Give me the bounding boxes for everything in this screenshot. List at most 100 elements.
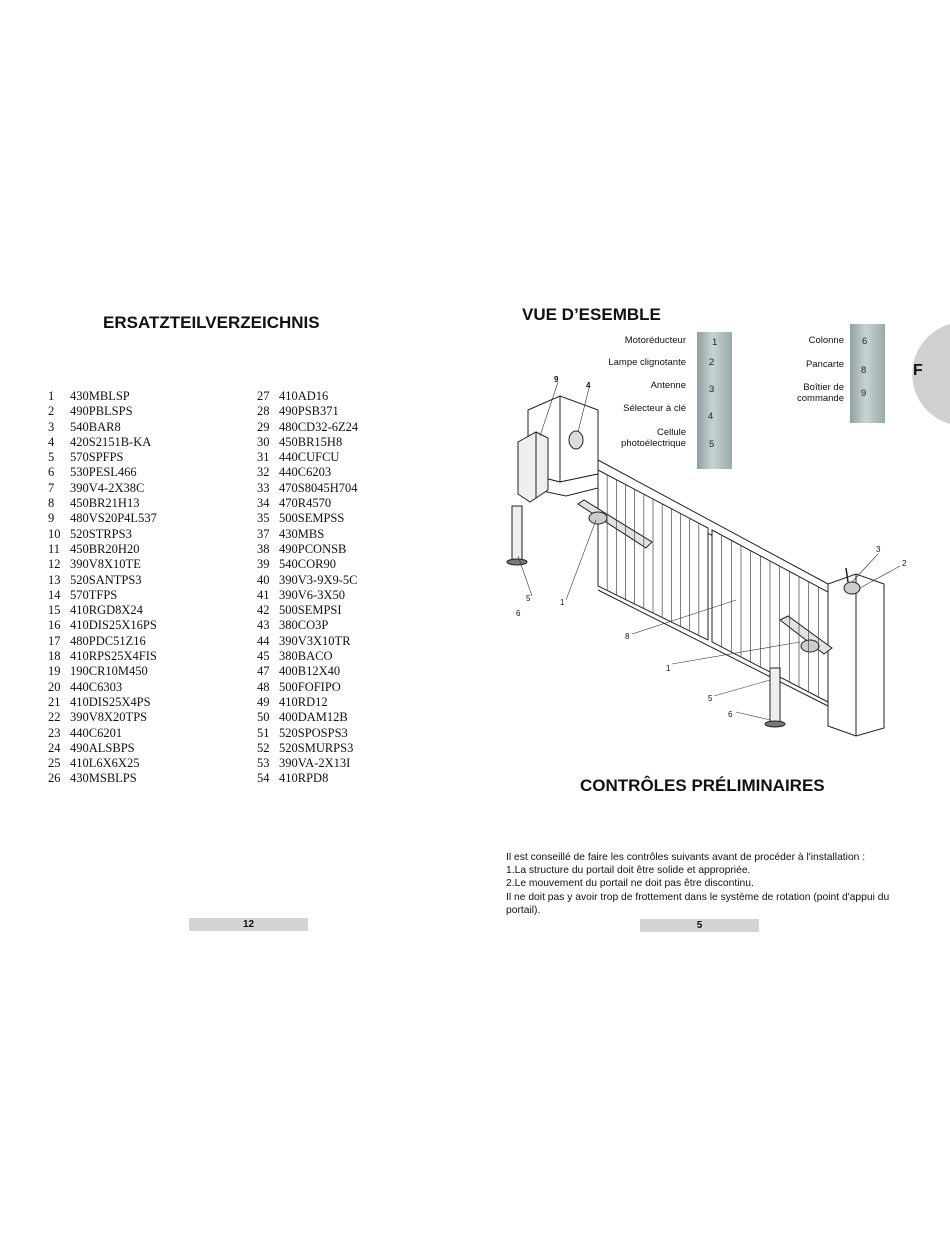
part-number: 5 xyxy=(48,450,55,465)
part-number: 12 xyxy=(48,557,61,572)
part-number: 43 xyxy=(257,618,270,633)
part-code: 470R4570 xyxy=(279,496,332,511)
part-code: 570TFPS xyxy=(70,587,118,602)
legend-label-pancarte: Pancarte xyxy=(805,359,844,370)
part-code: 400DAM12B xyxy=(279,710,348,725)
part-code: 390V3X10TR xyxy=(279,633,351,648)
part-number: 48 xyxy=(257,679,270,694)
part-row: 14 570TFPS xyxy=(48,588,157,603)
callout-2: 2 xyxy=(902,559,907,568)
part-code: 440C6201 xyxy=(70,725,123,740)
callout-8: 8 xyxy=(625,632,630,641)
part-code: 540BAR8 xyxy=(70,419,121,434)
part-code: 530PESL466 xyxy=(70,465,137,480)
part-code: 390V4-2X38C xyxy=(70,480,145,495)
part-code: 430MBS xyxy=(279,526,325,541)
part-code: 490PBLSPS xyxy=(70,404,133,419)
part-code: 490PCONSB xyxy=(279,541,347,556)
callout-9: 9 xyxy=(554,375,559,384)
part-code: 410RPD8 xyxy=(279,771,329,786)
part-code: 380CO3P xyxy=(279,618,329,633)
legend-label-boitier: Boîtier de commande xyxy=(797,382,844,404)
part-number: 32 xyxy=(257,465,270,480)
intro-line-3: 2.Le mouvement du portail ne doit pas êt… xyxy=(506,878,754,890)
part-code: 410RPS25X4FIS xyxy=(70,649,157,664)
part-code: 500FOFIPO xyxy=(279,679,341,694)
part-number: 45 xyxy=(257,649,270,664)
part-code: 570SPFPS xyxy=(70,450,124,465)
part-code: 440CUFCU xyxy=(279,450,340,465)
part-code: 410RD12 xyxy=(279,694,328,709)
part-code: 390V8X10TE xyxy=(70,557,141,572)
callout-3: 3 xyxy=(876,545,881,554)
part-number: 1 xyxy=(48,389,55,403)
part-number: 31 xyxy=(257,450,270,465)
part-code: 410AD16 xyxy=(279,389,329,403)
photocell-post-left xyxy=(511,505,523,563)
part-code: 500SEMPSS xyxy=(279,511,345,526)
part-number: 33 xyxy=(257,480,270,495)
part-row: 43 380CO3P xyxy=(257,618,358,633)
part-number: 21 xyxy=(48,694,61,709)
page-number-right: 5 xyxy=(640,919,759,932)
part-number: 8 xyxy=(48,496,55,511)
part-number: 9 xyxy=(48,511,55,526)
callout-4: 4 xyxy=(586,381,591,390)
part-number: 15 xyxy=(48,603,61,618)
part-number: 14 xyxy=(48,587,61,602)
legend-num-1: 1 xyxy=(712,337,718,348)
part-number: 35 xyxy=(257,511,270,526)
parts-list-title: ERSATZTEILVERZEICHNIS xyxy=(103,313,320,332)
part-number: 52 xyxy=(257,740,270,755)
preliminary-checks-text: Il est conseillé de faire les contrôles … xyxy=(506,851,926,917)
legend-num-5: 5 xyxy=(709,439,715,450)
legend-num-4: 4 xyxy=(708,411,714,422)
legend-num-8: 8 xyxy=(861,365,867,376)
legend-label-lampe: Lampe clignotante xyxy=(608,357,686,368)
part-number: 4 xyxy=(48,434,55,449)
part-code: 430MSBLPS xyxy=(70,771,137,786)
part-row: 31 440CUFCU xyxy=(257,450,358,465)
part-number: 40 xyxy=(257,572,270,587)
part-code: 440C6303 xyxy=(70,679,123,694)
part-number: 42 xyxy=(257,603,270,618)
part-code: 520SMURPS3 xyxy=(279,740,354,755)
part-number: 11 xyxy=(48,541,61,556)
part-row: 3 540BAR8 xyxy=(48,420,157,435)
part-row: 50 400DAM12B xyxy=(257,710,358,725)
part-row: 5 570SPFPS xyxy=(48,450,157,465)
part-number: 29 xyxy=(257,419,270,434)
part-row: 48 500FOFIPO xyxy=(257,680,358,695)
part-number: 3 xyxy=(48,419,55,434)
callout-5a: 5 xyxy=(526,594,531,603)
page-number-left: 12 xyxy=(189,918,308,931)
callout-5b: 5 xyxy=(708,694,713,703)
part-code: 390V3-9X9-5C xyxy=(279,572,358,587)
part-code: 420S2151B-KA xyxy=(70,434,152,449)
part-number: 50 xyxy=(257,710,270,725)
part-number: 17 xyxy=(48,633,61,648)
